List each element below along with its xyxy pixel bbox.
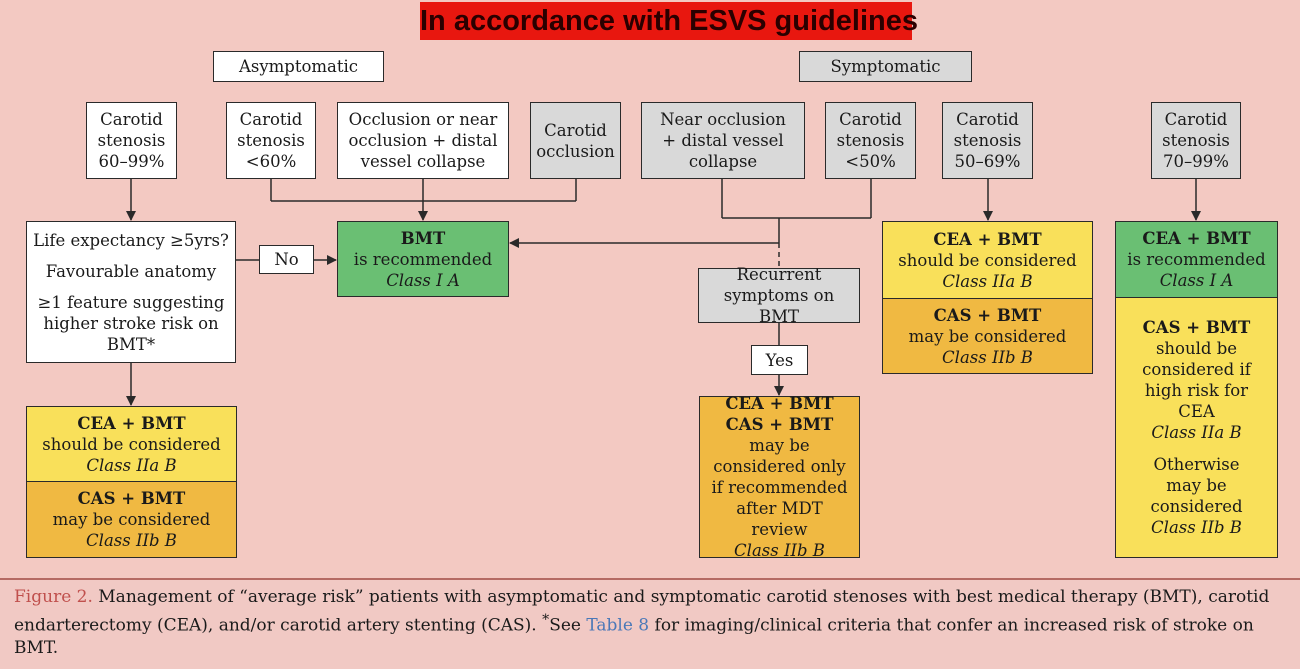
box-line: occlusion + distal [348,131,498,150]
cea-title: CEA + BMT [77,413,186,433]
cea-text: should be considered [898,250,1077,270]
cea-text: should be considered [42,434,221,454]
sym-high-result-stack: CEA + BMT is recommended Class I A CAS +… [1115,221,1278,558]
asym-cea-box: CEA + BMT should be considered Class IIa… [27,407,236,482]
box-line: symptoms on BMT [723,286,835,326]
cas-text: may be considered [52,510,211,529]
yes-label: Yes [751,345,808,375]
asym-stenosis-60-99-box: Carotid stenosis 60–99% [86,102,177,179]
box-line: considered only [713,457,846,476]
criteria-life-expectancy: Life expectancy ≥5yrs? [33,230,229,250]
box-line: stenosis [836,131,905,150]
box-line: higher stroke risk on [43,313,219,333]
asym-near-occlusion-box: Occlusion or near occlusion + distal ves… [337,102,509,179]
box-line: 60–99% [98,152,165,171]
table-8-link[interactable]: Table 8 [586,615,650,636]
box-line: Carotid [956,110,1019,129]
cea-title: CEA + BMT [1142,229,1251,248]
box-line: stenosis [953,131,1022,150]
sym-high-cea-box: CEA + BMT is recommended Class I A [1116,222,1277,298]
box-line: considered [1150,497,1243,516]
cea-class: Class IIa B [942,271,1033,291]
asym-criteria-box: Life expectancy ≥5yrs? Favourable anatom… [26,221,236,363]
box-line: stenosis [1162,131,1230,150]
box-line: <60% [245,152,297,171]
cas-title: CAS + BMT [1142,318,1251,337]
box-line: Carotid [1164,110,1228,129]
cea-class: Class I A [1159,271,1234,290]
bmt-text: is recommended [353,249,493,269]
box-line: Carotid [544,120,607,140]
box-line: high risk for [1144,381,1249,400]
no-label: No [259,245,314,274]
box-line: collapse [688,152,758,171]
box-line: CEA [1178,402,1215,421]
sym-mid-cas-box: CAS + BMT may be considered Class IIb B [883,299,1092,373]
box-line: Recurrent [736,265,822,284]
caption-text: Management of “average risk” patients wi… [14,587,1270,636]
recurrent-symptoms-box: Recurrent symptoms on BMT [698,265,860,326]
box-line: + distal vessel [662,131,784,150]
box-line: Carotid [239,110,303,129]
caption-star: * [542,611,550,628]
cas-title: CAS + BMT [77,489,186,508]
sym-mid-result-stack: CEA + BMT should be considered Class IIa… [882,221,1093,374]
box-line: Occlusion or near [348,110,498,129]
cea-text: is recommended [1127,250,1266,269]
sym-high-cas-box: CAS + BMT should be considered if high r… [1116,298,1277,557]
box-line: stenosis [237,131,305,150]
box-line: after MDT review [736,499,823,539]
box-line: vessel collapse [360,152,486,171]
sym-stenosis-70-99-box: Carotid stenosis 70–99% [1151,102,1241,179]
box-line: Carotid [100,110,163,129]
box-line: may be [1166,476,1227,495]
box-line: ≥1 feature suggesting [37,292,225,312]
asymptomatic-header: Asymptomatic [213,51,384,82]
box-line: 70–99% [1163,152,1229,171]
sym-stenosis-50-69-box: Carotid stenosis 50–69% [942,102,1033,179]
cas-title: CAS + BMT [933,305,1042,325]
box-line: stenosis [97,131,166,150]
bmt-class: Class I A [386,270,460,290]
cea-title: CEA + BMT [933,229,1042,249]
bmt-recommended-box: BMT is recommended Class I A [337,221,509,297]
box-line: Class IIb B [734,541,825,560]
box-line: should be [1155,339,1238,358]
box-line: BMT* [106,334,156,354]
sym-near-occlusion-box: Near occlusion + distal vessel collapse [641,102,805,179]
recurrent-result-box: CEA + BMT CAS + BMT may be considered on… [699,394,860,560]
figure-label: Figure 2. [14,587,93,607]
cas-class: Class IIb B [86,531,177,550]
box-line: occlusion [536,141,615,161]
box-line: if recommended [711,478,848,497]
asym-stenosis-lt60-box: Carotid stenosis <60% [226,102,316,179]
box-line: considered if [1142,360,1251,379]
cas-class: Class IIa B [1151,423,1242,442]
box-line: 50–69% [954,152,1021,171]
cas-class: Class IIb B [942,347,1033,367]
figure-caption: Figure 2. Management of “average risk” p… [0,578,1300,669]
box-line: CEA + BMT [725,394,834,413]
bmt-title: BMT [400,228,446,248]
box-line: Near occlusion [660,110,786,129]
box-line: Carotid [839,110,902,129]
criteria-anatomy: Favourable anatomy [45,261,217,281]
asym-result-stack: CEA + BMT should be considered Class IIa… [26,406,237,558]
box-line: <50% [845,152,896,171]
caption-text-2: See [549,615,587,636]
asym-cas-box: CAS + BMT may be considered Class IIb B [27,482,236,557]
box-line: may be [749,436,810,455]
cas-text: may be considered [908,326,1067,346]
cea-class: Class IIa B [86,455,177,475]
cas-class-2: Class IIb B [1151,518,1242,537]
caption-text-3: for imaging/clinical criteria that confe… [14,615,1254,658]
symptomatic-header: Symptomatic [799,51,972,82]
asym-occlusion-box: Carotid occlusion [530,102,621,179]
box-line: CAS + BMT [725,415,834,434]
box-line: Otherwise [1153,455,1240,474]
sym-mid-cea-box: CEA + BMT should be considered Class IIa… [883,222,1092,299]
sym-stenosis-lt50-box: Carotid stenosis <50% [825,102,916,179]
title-banner: In accordance with ESVS guidelines [420,2,918,40]
